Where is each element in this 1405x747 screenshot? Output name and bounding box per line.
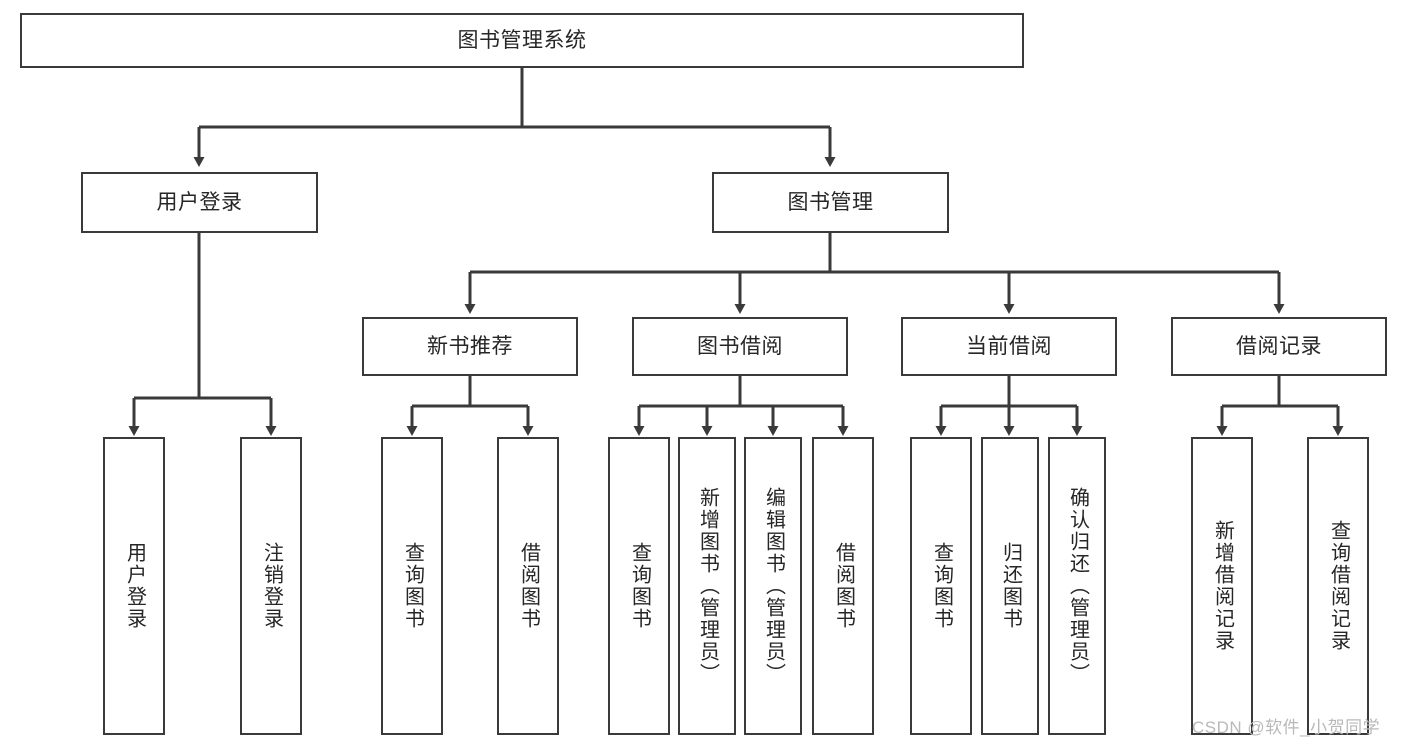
leaf-query-book-borrow[interactable]: 查询图书 bbox=[608, 437, 670, 735]
leaf-query-borrow-record[interactable]: 查询借阅记录 bbox=[1307, 437, 1369, 735]
node-label: 确认归还（管理员） bbox=[1066, 487, 1089, 685]
node-label: 新增图书（管理员） bbox=[696, 487, 719, 685]
node-new-book-recommend[interactable]: 新书推荐 bbox=[362, 317, 578, 376]
node-label: 查询图书 bbox=[401, 542, 424, 630]
node-label: 查询图书 bbox=[930, 542, 953, 630]
node-label: 注销登录 bbox=[260, 542, 283, 630]
node-label: 新书推荐 bbox=[427, 334, 513, 358]
leaf-user-login[interactable]: 用户登录 bbox=[103, 437, 165, 735]
leaf-query-book-recommend[interactable]: 查询图书 bbox=[381, 437, 443, 735]
node-user-login[interactable]: 用户登录 bbox=[81, 172, 318, 233]
node-borrow-record[interactable]: 借阅记录 bbox=[1171, 317, 1387, 376]
node-label: 用户登录 bbox=[123, 542, 146, 630]
node-label: 图书借阅 bbox=[697, 334, 783, 358]
node-label: 借阅图书 bbox=[832, 542, 855, 630]
leaf-borrow-book-recommend[interactable]: 借阅图书 bbox=[497, 437, 559, 735]
node-label: 借阅图书 bbox=[517, 542, 540, 630]
leaf-add-book-admin[interactable]: 新增图书（管理员） bbox=[678, 437, 736, 735]
node-label: 编辑图书（管理员） bbox=[762, 487, 785, 685]
node-label: 归还图书 bbox=[999, 542, 1022, 630]
leaf-return-book[interactable]: 归还图书 bbox=[981, 437, 1039, 735]
leaf-logout-login[interactable]: 注销登录 bbox=[240, 437, 302, 735]
leaf-query-book-current[interactable]: 查询图书 bbox=[910, 437, 972, 735]
leaf-confirm-return-admin[interactable]: 确认归还（管理员） bbox=[1048, 437, 1106, 735]
leaf-add-borrow-record[interactable]: 新增借阅记录 bbox=[1191, 437, 1253, 735]
node-label: 图书管理 bbox=[787, 190, 874, 214]
node-label: 当前借阅 bbox=[966, 334, 1052, 358]
csdn-watermark: CSDN @软件_小贺同学 bbox=[1192, 718, 1381, 737]
node-book-borrow[interactable]: 图书借阅 bbox=[632, 317, 848, 376]
node-root-book-management-system[interactable]: 图书管理系统 bbox=[20, 13, 1024, 68]
leaf-edit-book-admin[interactable]: 编辑图书（管理员） bbox=[744, 437, 802, 735]
node-label: 查询图书 bbox=[628, 542, 651, 630]
node-label: 新增借阅记录 bbox=[1211, 520, 1234, 652]
node-label: 用户登录 bbox=[156, 190, 243, 214]
leaf-borrow-book[interactable]: 借阅图书 bbox=[812, 437, 874, 735]
node-label: 借阅记录 bbox=[1236, 334, 1322, 358]
node-book-management[interactable]: 图书管理 bbox=[712, 172, 949, 233]
node-label: 图书管理系统 bbox=[457, 28, 587, 52]
node-label: 查询借阅记录 bbox=[1327, 520, 1350, 652]
node-current-borrow[interactable]: 当前借阅 bbox=[901, 317, 1117, 376]
